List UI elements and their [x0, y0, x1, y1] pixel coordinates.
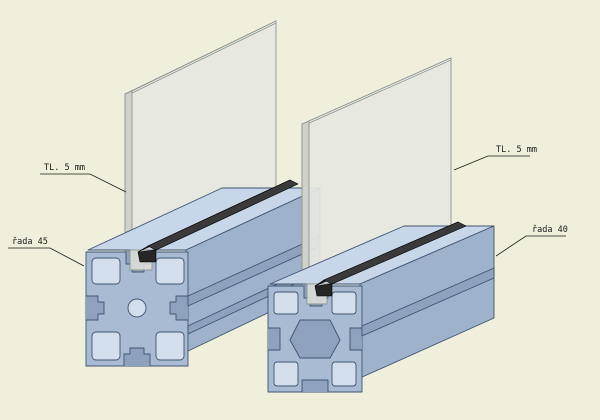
label-glass-thickness-left: TL. 5 mm: [44, 163, 85, 173]
profile-40-assembly: [267, 57, 495, 393]
label-profile-series-left: řada 45: [12, 237, 48, 247]
callout-profile-left: řada 45: [8, 237, 85, 267]
callout-glass-right: TL. 5 mm: [453, 145, 537, 171]
rubber-seal-left: [137, 179, 299, 263]
label-profile-series-right: řada 40: [532, 225, 568, 235]
profile-45-assembly: [85, 20, 321, 367]
callout-glass-left: TL. 5 mm: [40, 163, 127, 193]
label-glass-thickness-right: TL. 5 mm: [496, 145, 537, 155]
rubber-seal-right: [314, 221, 467, 297]
callout-profile-right: řada 40: [495, 225, 568, 257]
